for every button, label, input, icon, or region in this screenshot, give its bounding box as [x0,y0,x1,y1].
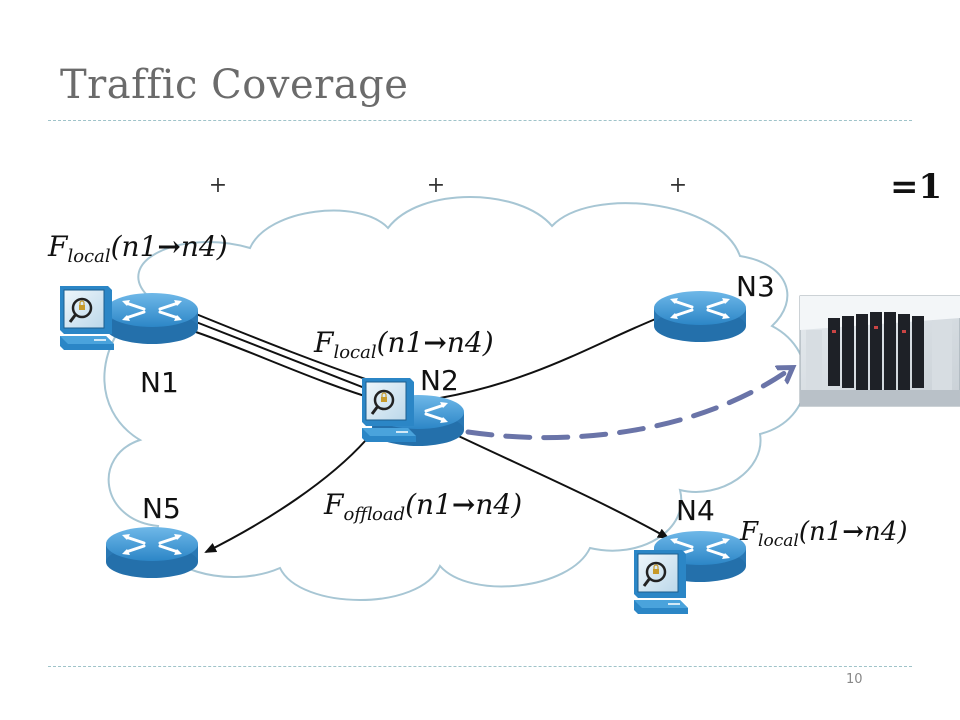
flow-n2-n5 [204,439,367,553]
flow-n2-n4 [449,431,670,539]
flow-n1-n2-b [195,321,381,395]
flow-n2-n3 [439,312,670,399]
flow-label-n4: Flocal(n1→n4) [739,517,907,551]
offload-dashed-arrow [465,372,786,441]
node-label-n3: N3 [736,270,775,303]
flow-label-n1: Flocal(n1→n4) [47,230,228,267]
title-divider [48,120,912,121]
node-label-n1: N1 [140,366,179,399]
monitor-n2-icon [360,376,418,444]
slide-title: Traffic Coverage [60,62,409,108]
equation-plus-3: + [669,173,687,198]
node-label-n4: N4 [676,494,715,527]
node-label-n2: N2 [420,364,459,397]
footer-divider [48,666,912,667]
flow-label-offload: Foffload(n1→n4) [323,488,522,525]
router-n1 [104,291,200,346]
datacenter-image [799,295,960,407]
monitor-n4-icon [632,548,690,616]
router-n5 [104,525,200,580]
router-n3 [652,289,748,344]
flow-n1-n2-c [189,329,385,403]
equation-plus-1: + [209,173,227,198]
flow-n1-n2-a [195,313,387,387]
node-label-n5: N5 [142,492,181,525]
flow-label-n2: Flocal(n1→n4) [313,326,494,363]
equation-plus-2: + [427,173,445,198]
equation-result: =1 [890,167,942,207]
page-number: 10 [846,672,863,687]
monitor-n1-icon [58,284,116,352]
